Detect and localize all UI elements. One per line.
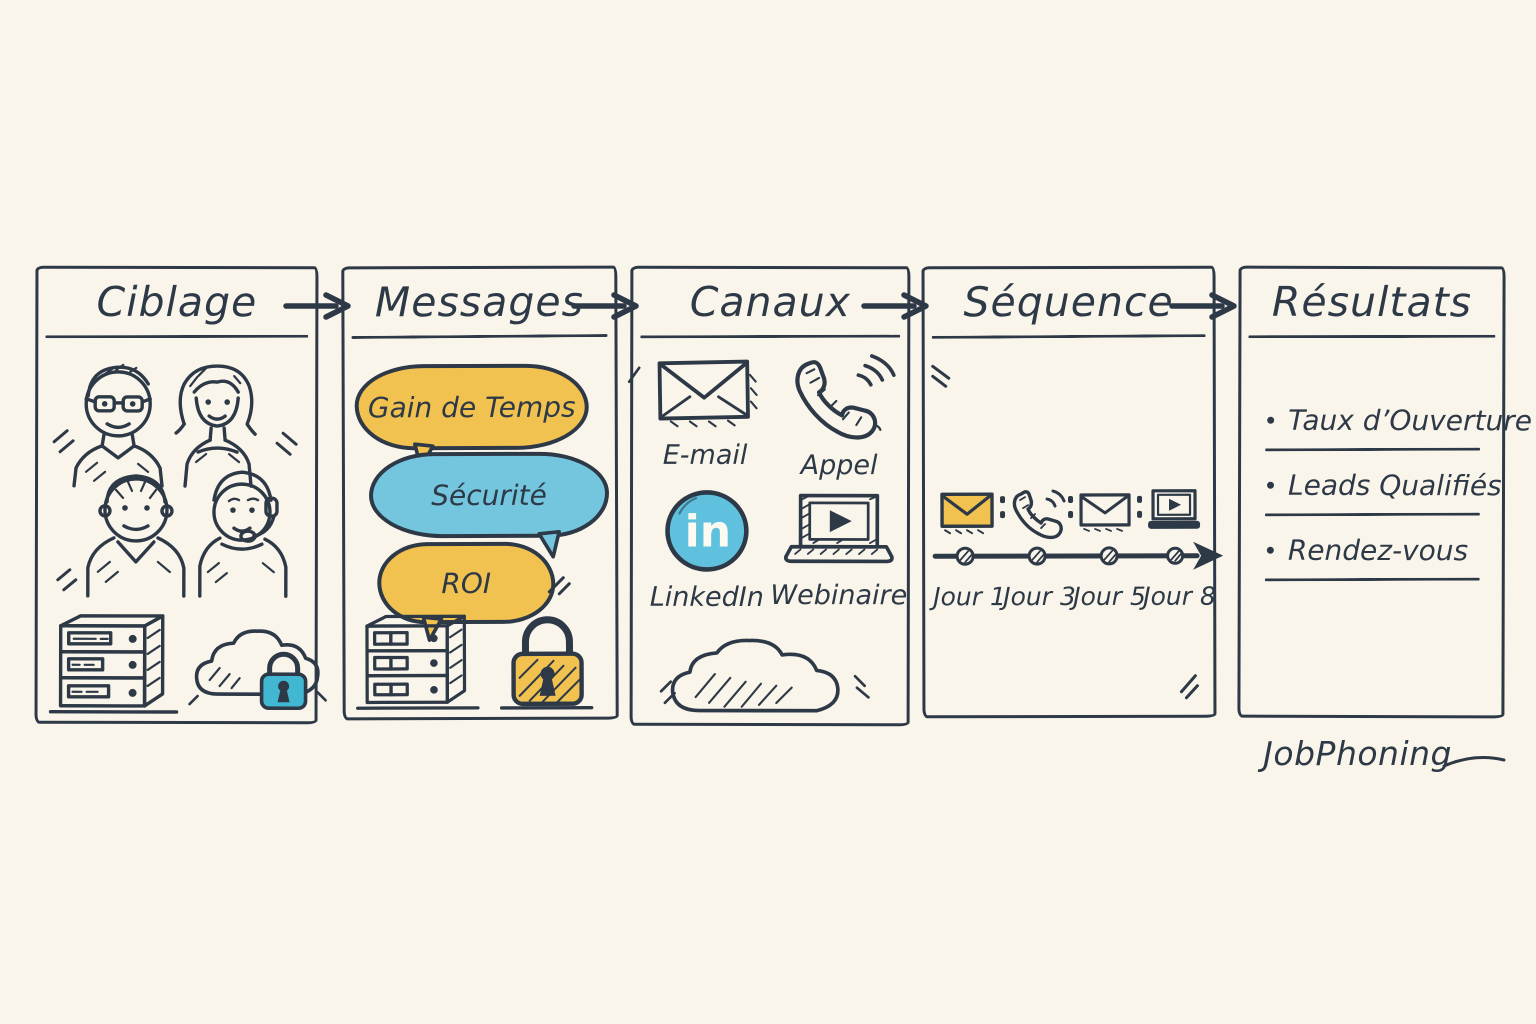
panel-ciblage-header: Ciblage — [38, 269, 315, 336]
panel-title: Séquence — [963, 277, 1174, 327]
webinar-laptop-icon — [784, 493, 894, 564]
channel-label: E-mail — [662, 439, 748, 471]
timeline-arrow-icon — [932, 541, 1224, 570]
panel-title: Résultats — [1271, 277, 1473, 327]
envelope-icon — [657, 359, 758, 428]
result-underline — [1264, 512, 1480, 517]
panel-ciblage: Ciblage — [34, 265, 327, 725]
speech-bubble-gain-de-temps: Gain de Temps — [354, 363, 589, 470]
channel-label: LinkedIn — [649, 581, 764, 613]
bubble-text: Sécurité — [431, 478, 547, 512]
day-label: Jour 1 — [933, 582, 1006, 612]
envelope-icon — [1079, 493, 1131, 532]
bullet-icon — [1267, 481, 1275, 489]
panel-resultats: Résultats Taux d’Ouverture Leads Qualifi… — [1237, 265, 1532, 719]
sparkle-icon — [931, 364, 951, 388]
panel-canaux: Canaux E-mail — [627, 265, 911, 727]
server-icon — [356, 614, 480, 710]
result-text: Rendez-vous — [1287, 533, 1469, 567]
bubble-tail-icon — [421, 615, 444, 642]
result-item: Rendez-vous — [1263, 530, 1482, 582]
separator-dots-icon — [999, 496, 1005, 519]
separator-dots-icon — [1137, 495, 1143, 518]
header-rule — [1248, 334, 1496, 339]
panel-title: Ciblage — [96, 277, 258, 327]
separator-dots-icon — [1068, 495, 1074, 519]
flow-arrow-icon — [861, 292, 929, 320]
envelope-filled-icon — [940, 492, 994, 535]
channel-webinaire: Webinaire — [770, 490, 908, 612]
result-text: Leads Qualifiés — [1287, 468, 1502, 502]
bubble-text: ROI — [441, 566, 492, 600]
bullet-icon — [1267, 416, 1275, 424]
flow-arrow-icon — [571, 292, 639, 320]
results-list: Taux d’Ouverture Leads Qualifiés Rendez-… — [1241, 390, 1532, 582]
result-item: Taux d’Ouverture — [1263, 400, 1532, 452]
result-underline — [1265, 447, 1481, 452]
linkedin-badge-text: in — [685, 507, 731, 558]
result-item: Leads Qualifiés — [1263, 465, 1502, 517]
server-icon — [48, 614, 179, 714]
sparkle-icon — [1179, 674, 1199, 700]
brand-signature-text: JobPhoning — [1263, 734, 1452, 773]
sparkle-icon — [627, 366, 641, 384]
day-label: Jour 5 — [1073, 581, 1146, 611]
brand-signature: JobPhoning — [1263, 734, 1506, 773]
bubble-text: Gain de Temps — [367, 390, 576, 424]
webinar-laptop-icon — [1148, 489, 1201, 529]
bubble-tail-icon — [537, 529, 561, 559]
result-underline — [1264, 577, 1480, 582]
flow-arrow-icon — [1169, 292, 1237, 320]
panel-resultats-header: Résultats — [1241, 269, 1502, 336]
phone-icon — [795, 354, 896, 440]
channel-label: Appel — [800, 450, 878, 482]
channel-label: Webinaire — [770, 580, 908, 612]
day-label: Jour 8 — [1143, 581, 1216, 611]
sequence-days-row: Jour 1 Jour 3 Jour 5 Jour 8 — [933, 581, 1216, 612]
cloud-icon — [659, 638, 870, 713]
linkedin-icon: in — [665, 490, 749, 572]
signature-flourish-icon — [1442, 756, 1506, 768]
panel-title: Canaux — [689, 277, 851, 327]
bullet-icon — [1266, 546, 1274, 554]
panel-messages: Messages Gain de Temps Sécurité ROI — [341, 265, 619, 721]
phone-icon — [1012, 489, 1066, 540]
cloud-lock-icon — [188, 629, 327, 711]
channel-appel: Appel — [775, 352, 903, 481]
sequence-steps-row — [937, 486, 1205, 540]
people-group-icon — [52, 363, 298, 598]
panel-sequence: Séquence — [921, 265, 1224, 719]
result-text: Taux d’Ouverture — [1288, 403, 1533, 437]
sparkle-icon — [547, 576, 571, 596]
speech-bubble-roi: ROI — [377, 541, 556, 642]
padlock-icon — [499, 616, 594, 710]
flow-arrow-icon — [283, 292, 351, 320]
day-label: Jour 3 — [1003, 581, 1076, 612]
channel-email: E-mail — [641, 354, 769, 471]
speech-bubble-securite: Sécurité — [368, 451, 610, 559]
panel-title: Messages — [374, 277, 585, 327]
channel-linkedin: in LinkedIn — [643, 488, 771, 613]
